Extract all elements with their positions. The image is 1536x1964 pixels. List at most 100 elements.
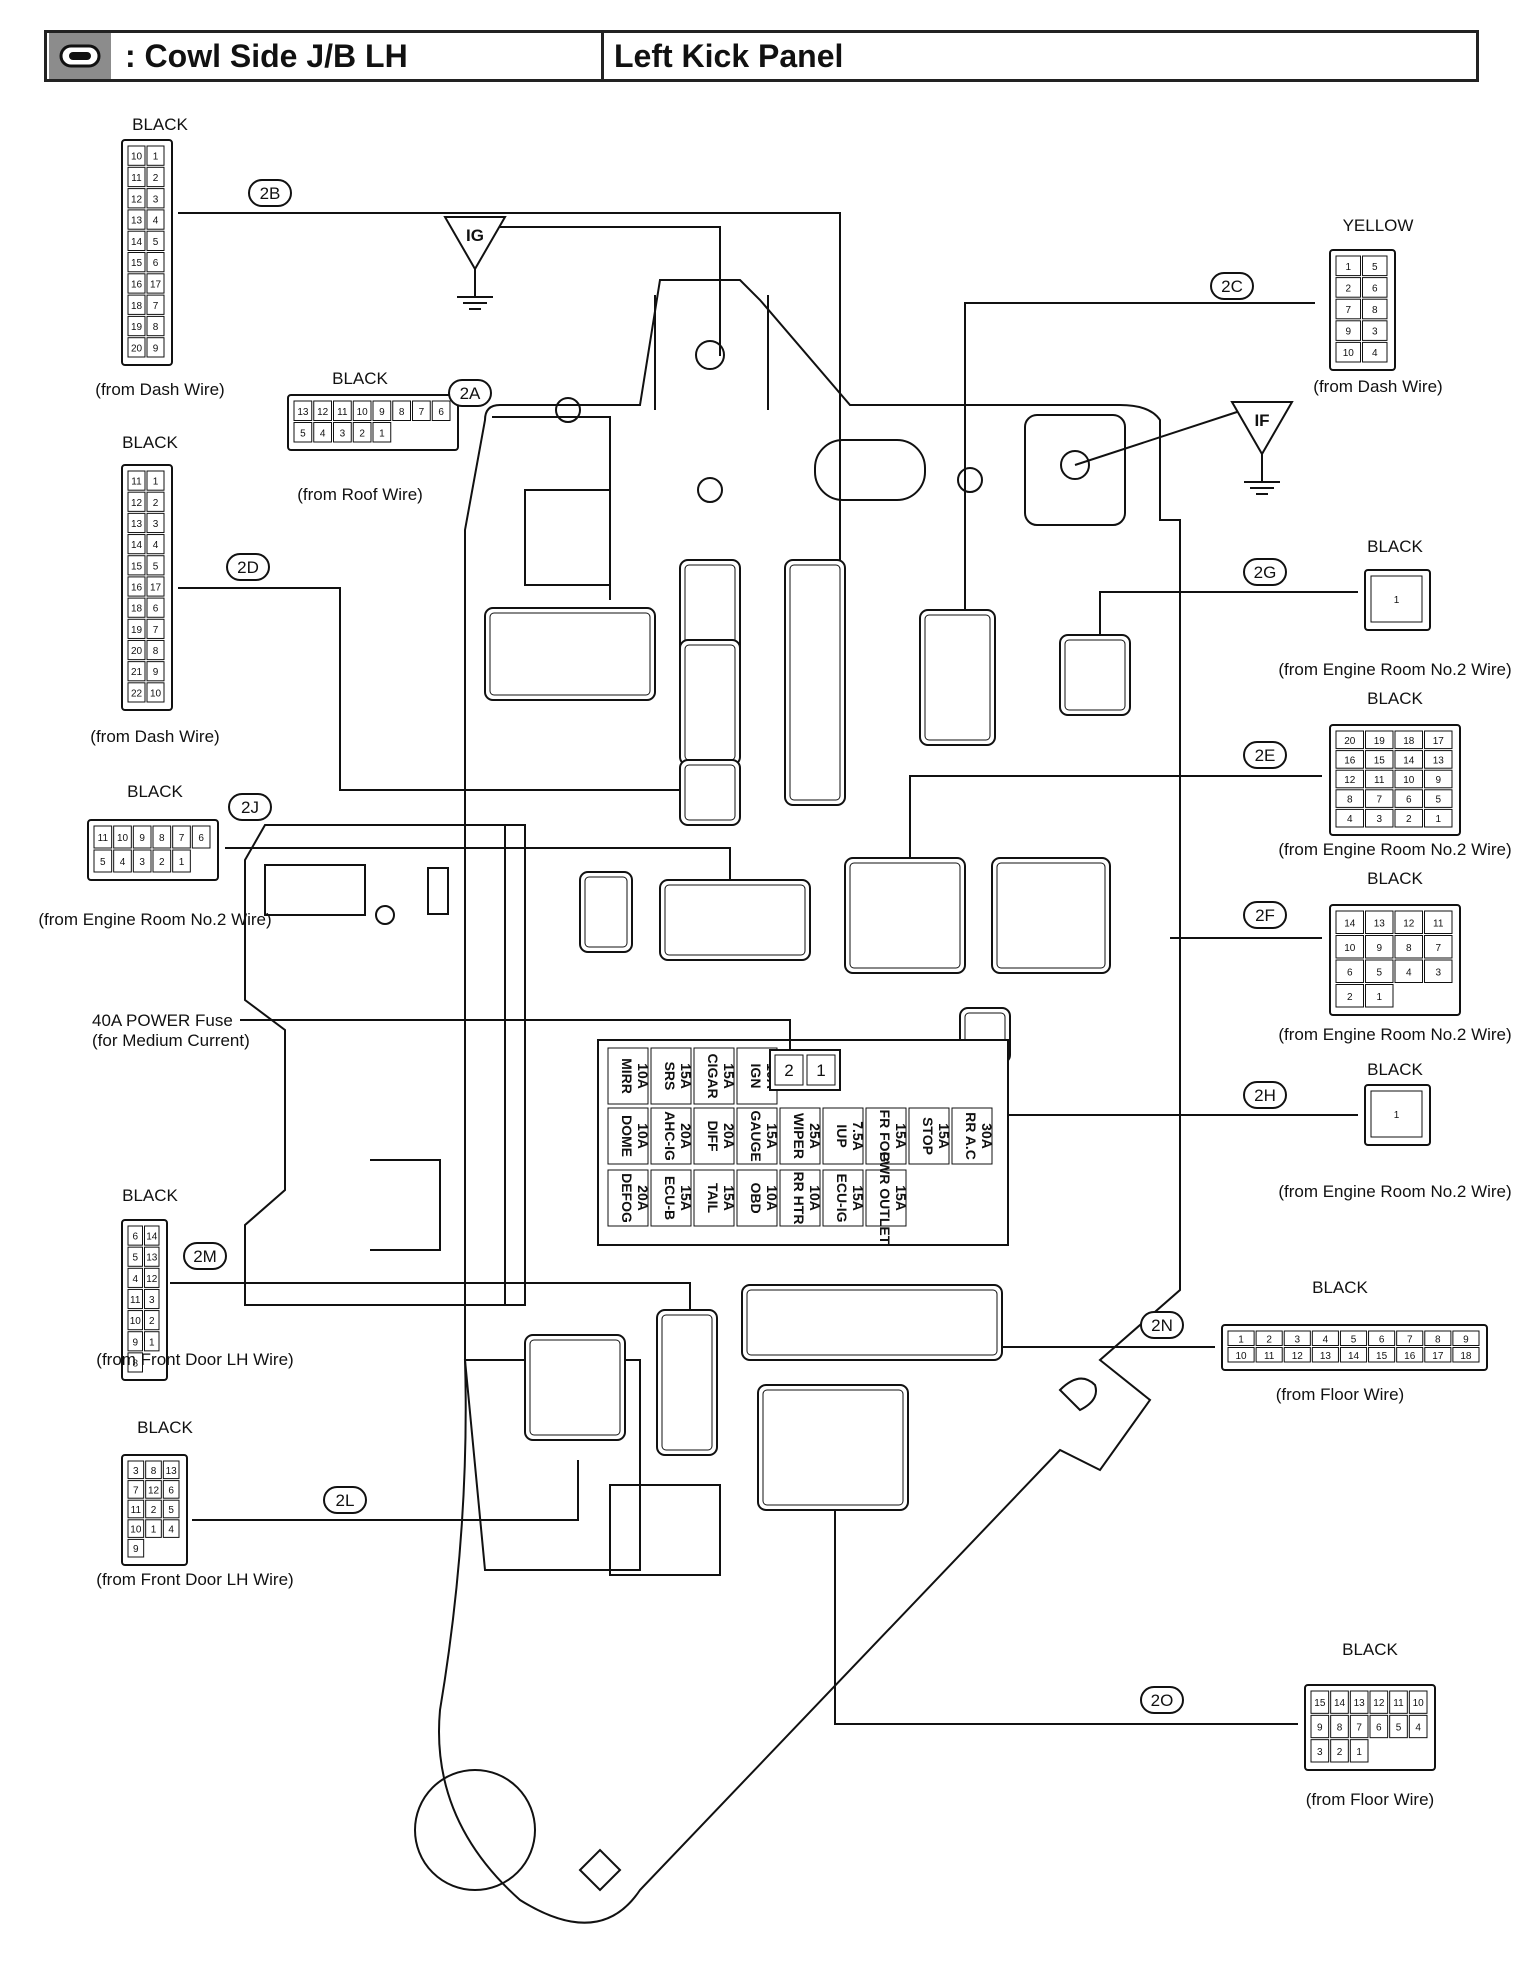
pin-number: 12: [1373, 1698, 1385, 1709]
connector-code: 2J: [241, 798, 259, 817]
fuse-rating: 10A: [807, 1185, 823, 1211]
pin-number: 18: [131, 301, 143, 312]
fuse-name: OBD: [748, 1182, 764, 1213]
terminal: [1452, 1330, 1480, 1346]
terminal: [392, 400, 411, 421]
terminal: [113, 849, 132, 873]
wire-color-label: YELLOW: [1343, 216, 1414, 235]
terminal: [1394, 789, 1423, 808]
terminal: [1335, 910, 1364, 934]
terminal: [1424, 769, 1453, 789]
pin-number: 12: [1292, 1351, 1304, 1362]
pin-number: 7: [1376, 795, 1382, 806]
fuse-rating: 7.5A: [850, 1121, 866, 1151]
connector-code-badge: 2L: [323, 1486, 367, 1514]
pin-number: 12: [1403, 918, 1415, 929]
terminal: [146, 188, 165, 209]
pin-number: 5: [153, 561, 159, 572]
terminal: [1283, 1330, 1311, 1346]
connector-2h: 1: [1364, 1084, 1431, 1146]
socket-outline: [757, 1384, 909, 1511]
terminal: [162, 1499, 180, 1519]
pin-number: 8: [153, 646, 159, 657]
socket-inner: [849, 862, 961, 969]
connector-code: 2G: [1254, 563, 1277, 582]
terminal: [1369, 1690, 1389, 1714]
terminal: [1394, 808, 1423, 828]
code-badge-outline: [1243, 558, 1287, 586]
pin-number: 18: [1403, 736, 1415, 747]
pin-number: 1: [149, 1337, 155, 1348]
pin-number: 9: [133, 1544, 139, 1555]
pin-number: 8: [1337, 1723, 1343, 1734]
code-badge-outline: [1140, 1686, 1184, 1714]
fuse-name: SRS: [662, 1062, 678, 1091]
pin-number: 6: [1406, 795, 1412, 806]
pin-number: 12: [131, 498, 143, 509]
fuse-name: GAUGE: [748, 1110, 764, 1161]
terminal: [146, 145, 165, 166]
ground-wire: [500, 226, 721, 356]
socket-inner: [1064, 639, 1126, 711]
wire-2c: [964, 302, 1315, 610]
terminal: [146, 597, 165, 618]
terminal: [1424, 1347, 1452, 1363]
code-badge-outline: [1140, 1311, 1184, 1339]
terminal: [146, 534, 165, 555]
connector-code: 2F: [1255, 906, 1275, 925]
wire-2g: [1099, 591, 1358, 645]
code-badge-outline: [248, 179, 292, 207]
jb-socket: [784, 559, 846, 806]
terminal: [1396, 1347, 1424, 1363]
fuse-rating: 15A: [721, 1063, 737, 1089]
terminal: [146, 682, 165, 703]
terminal: [1310, 1739, 1330, 1763]
connector-code-badge: 2B: [248, 179, 292, 207]
pin-number: 12: [148, 1485, 160, 1496]
socket-outline: [679, 639, 741, 766]
terminal: [1335, 255, 1361, 277]
fuse-outline: [865, 1107, 907, 1165]
fuse-rating: 15A: [893, 1123, 909, 1149]
terminal: [172, 825, 191, 849]
terminal: [1424, 935, 1453, 959]
fuse-rating: 20A: [635, 1185, 651, 1211]
power-fuse-pin: 1: [816, 1061, 825, 1080]
connector-body: [1364, 1084, 1431, 1146]
wire-color-label: BLACK: [132, 115, 188, 134]
fuse-name: RR HTR: [791, 1172, 807, 1225]
pin-number: 13: [1320, 1351, 1332, 1362]
terminal: [144, 1267, 160, 1288]
terminal: [1365, 984, 1394, 1008]
pin-number: 18: [1460, 1351, 1472, 1362]
terminal: [1335, 769, 1364, 789]
pin-number: 14: [1334, 1698, 1346, 1709]
pin-number: 9: [139, 833, 145, 844]
terminal: [1335, 959, 1364, 983]
jb-socket: [579, 871, 633, 953]
pin-number: 6: [1376, 1723, 1382, 1734]
socket-inner: [664, 884, 806, 956]
fuse-outline: [822, 1107, 864, 1165]
connector-code: 2E: [1255, 746, 1276, 765]
terminal: [146, 470, 165, 491]
terminal: [1330, 1739, 1349, 1763]
pin-number: 1: [1238, 1334, 1244, 1345]
power-fuse-body: [769, 1049, 841, 1091]
terminal: [127, 252, 146, 273]
pin-number: 11: [131, 173, 142, 184]
pin-number: 11: [131, 477, 142, 488]
pin-number: 3: [1317, 1747, 1323, 1758]
source-label: (from Engine Room No.2 Wire): [38, 910, 271, 929]
terminal: [127, 597, 146, 618]
terminal: [145, 1480, 162, 1499]
